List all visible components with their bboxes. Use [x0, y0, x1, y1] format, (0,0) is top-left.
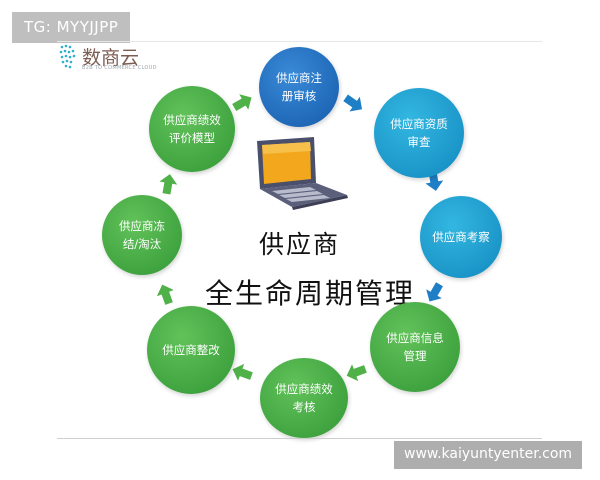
brand-logo: 数商云 B2B TO COMMERCE CLOUD: [58, 43, 168, 73]
node-label: 供应商冻结/淘汰: [119, 219, 165, 251]
center-title-line1: 供应商: [259, 230, 341, 259]
top-divider: [57, 41, 542, 42]
center-title-line2: 全生命周期管理: [205, 277, 416, 310]
node-label: 供应商资质审查: [390, 117, 448, 149]
node-supplier-inspection: 供应商考察: [420, 196, 502, 278]
arrow-4-to-5: [346, 364, 367, 382]
arrow-7-to-8: [159, 174, 178, 195]
node-supplier-performance-assessment: 供应商绩效考核: [260, 358, 348, 438]
arrow-5-to-6: [232, 363, 253, 381]
node-supplier-information-management: 供应商信息管理: [370, 302, 460, 392]
laptop-icon: [257, 137, 348, 210]
brand-subtitle: B2B TO COMMERCE CLOUD: [82, 65, 157, 71]
arrow-3-to-4: [426, 282, 443, 302]
node-supplier-registration-review: 供应商注册审核: [259, 47, 339, 127]
brand-name: 数商云: [82, 47, 140, 69]
node-label: 供应商考察: [432, 230, 490, 244]
arrow-8-to-1: [232, 94, 252, 111]
node-supplier-qualification-review: 供应商资质审查: [374, 88, 464, 178]
node-supplier-rectification: 供应商整改: [147, 306, 235, 394]
node-label: 供应商注册审核: [276, 71, 322, 103]
node-supplier-freeze-eliminate: 供应商冻结/淘汰: [102, 195, 182, 275]
bottom-divider: [57, 438, 542, 439]
node-supplier-performance-evaluation-model: 供应商绩效评价模型: [149, 86, 235, 172]
watermark-top-left: TG: MYYJJPP: [12, 12, 131, 43]
node-label: 供应商绩效考核: [275, 382, 333, 414]
node-label: 供应商信息管理: [386, 331, 444, 363]
node-label: 供应商绩效评价模型: [163, 113, 221, 145]
brand-dots-icon: [59, 44, 76, 69]
watermark-bottom-right: www.kaiyuntyenter.com: [394, 441, 583, 469]
arrow-1-to-2: [343, 94, 363, 112]
node-label: 供应商整改: [162, 343, 220, 357]
arrow-6-to-7: [156, 284, 174, 305]
